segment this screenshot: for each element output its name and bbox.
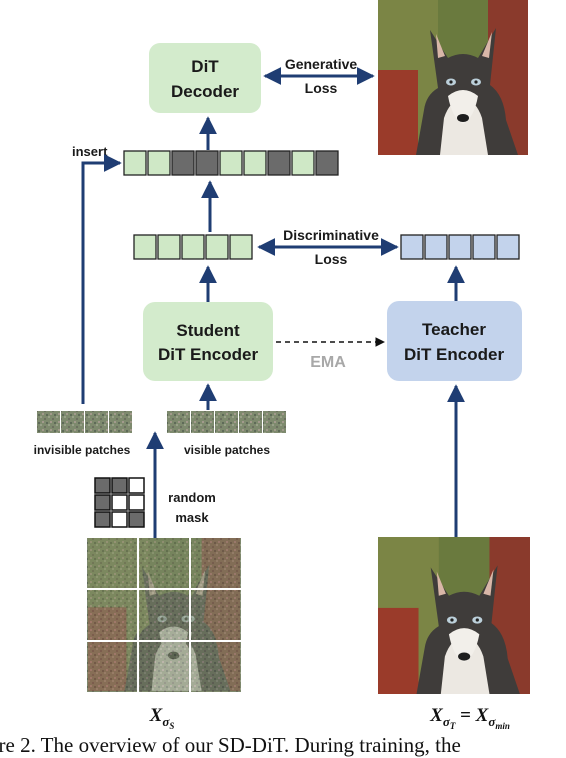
insert-arrow <box>81 154 122 404</box>
decoder-line1: DiT <box>191 57 219 76</box>
decoder-token <box>171 150 195 176</box>
decoder-token <box>219 150 243 176</box>
mask-cell <box>128 477 145 494</box>
teacher-input-label: XσT = Xσmin <box>429 705 510 731</box>
teacher-husky-image <box>378 537 530 694</box>
teacher-dit-encoder-box: Teacher DiT Encoder <box>387 301 522 381</box>
random-mask-line1: random <box>168 490 216 505</box>
noisy-patch <box>87 538 137 588</box>
student-line2: DiT Encoder <box>158 345 259 364</box>
student-token <box>181 234 205 260</box>
decoder-token <box>267 150 291 176</box>
visible-patch <box>239 411 262 433</box>
figure-caption: ure 2. The overview of our SD-DiT. Durin… <box>0 733 461 757</box>
mask-cell <box>94 511 111 528</box>
student-token <box>157 234 181 260</box>
student-token-row <box>133 234 253 260</box>
output-husky-image <box>378 0 528 155</box>
mask-cell <box>111 494 128 511</box>
discriminative-loss-line1: Discriminative <box>283 227 379 243</box>
invisible-patch <box>61 411 84 433</box>
noisy-patch <box>191 590 241 640</box>
discriminative-loss-line2: Loss <box>315 251 348 267</box>
mask-cell <box>94 477 111 494</box>
invisible-patches-label: invisible patches <box>34 443 131 457</box>
invisible-patch <box>109 411 132 433</box>
mask-cell <box>111 477 128 494</box>
student-token <box>229 234 253 260</box>
mask-cell <box>94 494 111 511</box>
decoder-token <box>291 150 315 176</box>
generative-loss-line2: Loss <box>305 80 338 96</box>
teacher-token <box>496 234 520 260</box>
invisible-patches-strip <box>37 411 132 433</box>
mask-cell <box>111 511 128 528</box>
invisible-patch <box>85 411 108 433</box>
teacher-token <box>400 234 424 260</box>
visible-patches-label: visible patches <box>184 443 270 457</box>
teacher-token <box>472 234 496 260</box>
dit-decoder-box: DiT Decoder <box>149 43 261 113</box>
generative-loss-line1: Generative <box>285 56 358 72</box>
ema-label: EMA <box>310 354 346 371</box>
student-input-label: XσS <box>149 705 175 731</box>
student-line1: Student <box>176 321 240 340</box>
decoder-token-row <box>123 150 339 176</box>
visible-patch <box>263 411 286 433</box>
mask-cell <box>128 511 145 528</box>
noisy-patch <box>139 538 189 588</box>
decoder-token <box>243 150 267 176</box>
teacher-token-row <box>400 234 520 260</box>
noisy-patch <box>191 538 241 588</box>
visible-patch <box>191 411 214 433</box>
student-token <box>133 234 157 260</box>
decoder-line2: Decoder <box>171 82 239 101</box>
decoder-token <box>147 150 171 176</box>
teacher-token <box>448 234 472 260</box>
mask-cell <box>128 494 145 511</box>
teacher-line1: Teacher <box>422 320 486 339</box>
visible-patch <box>167 411 190 433</box>
random-mask-line2: mask <box>175 510 209 525</box>
random-mask-grid <box>94 477 145 528</box>
noisy-patch <box>87 642 137 692</box>
teacher-line2: DiT Encoder <box>404 345 505 364</box>
teacher-token <box>424 234 448 260</box>
noisy-patch <box>139 642 189 692</box>
visible-patches-strip <box>167 411 286 433</box>
noisy-patch <box>87 590 137 640</box>
student-token <box>205 234 229 260</box>
visible-patch <box>215 411 238 433</box>
insert-label: insert <box>72 144 108 159</box>
student-dit-encoder-box: Student DiT Encoder <box>143 302 273 381</box>
invisible-patch <box>37 411 60 433</box>
noisy-patch <box>139 590 189 640</box>
decoder-token <box>195 150 219 176</box>
noisy-husky-grid-image <box>87 538 241 692</box>
decoder-token <box>123 150 147 176</box>
noisy-patch <box>191 642 241 692</box>
decoder-token <box>315 150 339 176</box>
